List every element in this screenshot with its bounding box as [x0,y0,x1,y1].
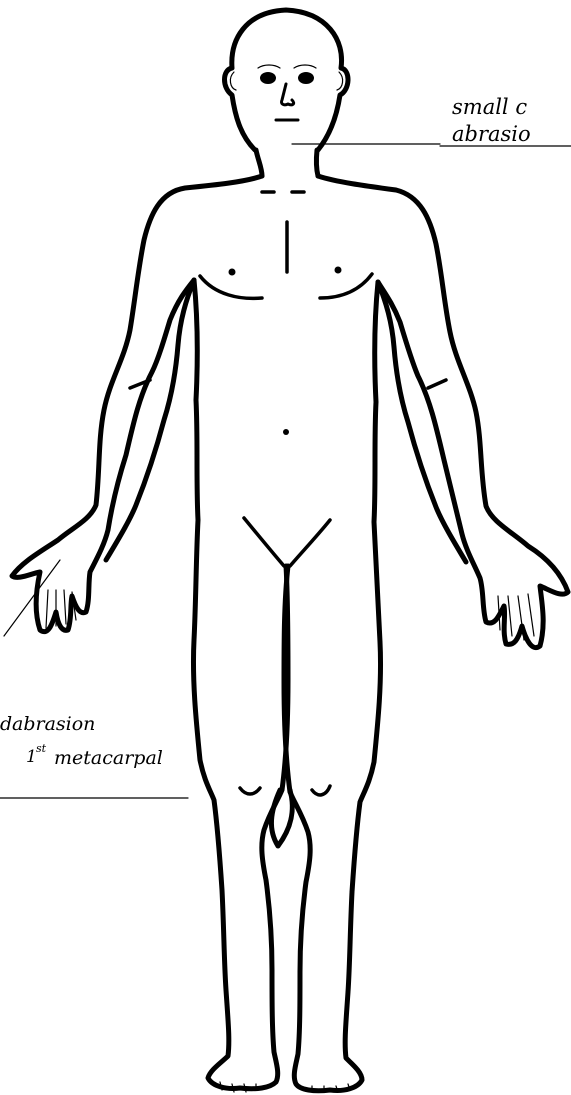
left-nipple [229,269,236,276]
right-pectoral [320,274,372,298]
right-knee [312,786,330,795]
left-knee [240,788,260,794]
neck-right [316,150,318,176]
nose [281,84,293,105]
groin-right [290,520,330,566]
hand-annotation-line1: abrasion [12,713,95,735]
left-ear [230,72,236,90]
hand-annotation-superscript: st [36,742,47,755]
left-inner-arm [106,280,194,560]
left-body-outline [12,176,288,1089]
right-ear [337,72,343,90]
head-outline [225,10,349,150]
left-pectoral [200,276,262,298]
hand-annotation-line2: metacarpal [54,747,163,769]
neck-annotation-line2: abrasio [452,122,531,146]
neck-annotation-line1: small c [452,95,527,119]
right-eyebrow [294,65,316,68]
left-eye [260,72,276,84]
navel [283,429,289,435]
knee-gap [271,790,292,846]
hand-annotation-prefix: d [0,713,12,735]
groin-left [244,518,284,566]
right-body-outline [284,176,568,1091]
neck-left [256,150,262,176]
right-elbow [428,380,446,388]
right-nipple [335,267,342,274]
right-eye [298,72,314,84]
right-inner-arm [378,282,466,562]
left-eyebrow [258,65,280,68]
